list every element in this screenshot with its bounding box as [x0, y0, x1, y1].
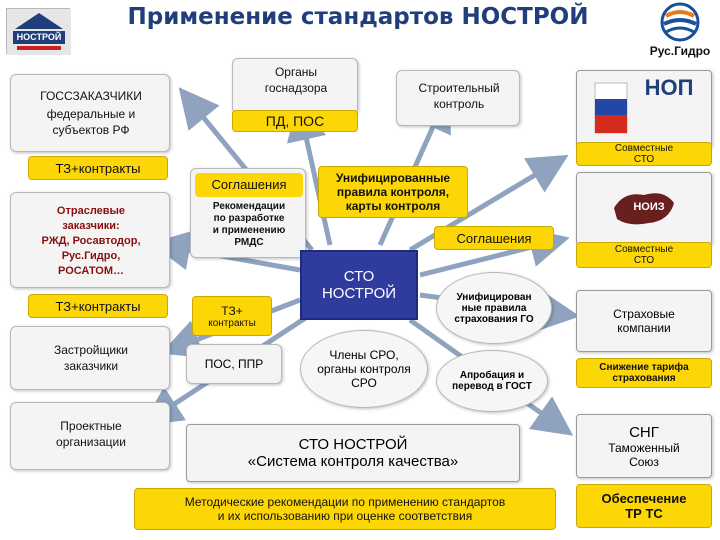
tr-ts-line1: Обеспечение: [601, 491, 687, 506]
approbation-line1: Апробация и: [459, 370, 525, 381]
sro-line3: СРО: [351, 376, 377, 390]
goszakazchiki-sub1: федеральные и: [46, 107, 136, 121]
unified-rules-box: Унифицированные правила контроля, карты …: [318, 166, 468, 218]
russia-map-icon: [614, 193, 674, 225]
goszakazchiki-sub2: субъектов РФ: [52, 123, 130, 137]
nop-logo-box: НОП: [576, 70, 712, 148]
customs-line2: Союз: [629, 454, 659, 469]
construction-control-box: Строительный контроль: [396, 70, 520, 126]
agreements-label-1: Соглашения: [211, 177, 287, 192]
sto-nostroy-center: СТО НОСТРОЙ: [300, 250, 418, 320]
joint-sto-2: Совместные СТО: [576, 242, 712, 268]
noiz-logo-text: НОИЗ: [633, 201, 665, 213]
joint-sto-1-line1: Совместные: [614, 143, 674, 154]
approbation-line2: перевод в ГОСТ: [452, 381, 532, 392]
nostroy-logo-text: НОСТРОЙ: [16, 32, 62, 42]
rushydro-logo-text: Рус.Гидро: [649, 44, 711, 58]
tariff-box: Снижение тарифа страхования: [576, 358, 712, 388]
unified-line3: карты контроля: [345, 199, 441, 213]
nostroy-logo: НОСТРОЙ: [6, 8, 71, 55]
pos-ppr-label: ПОС, ППР: [204, 357, 264, 371]
joint-sto-1: Совместные СТО: [576, 142, 712, 166]
goszakazchiki-box: ГОССЗАКАЗЧИКИ федеральные и субъектов РФ: [10, 74, 170, 152]
nop-logo-text: НОП: [644, 75, 694, 100]
unified-ins-line3: страхования ГО: [454, 313, 534, 325]
branch-line2: заказчики:: [62, 220, 120, 232]
tariff-line1: Снижение тарифа: [599, 362, 689, 373]
quality-line1: СТО НОСТРОЙ: [298, 436, 408, 453]
tr-ts-box: Обеспечение ТР ТС: [576, 484, 712, 528]
joint-sto-2-line2: СТО: [633, 255, 655, 266]
tariff-line2: страхования: [612, 373, 676, 384]
design-line2: организации: [56, 435, 126, 449]
cis-customs-box: СНГ Таможенный Союз: [576, 414, 712, 478]
organs-line1: Органы: [274, 65, 318, 79]
approbation-oval: Апробация и перевод в ГОСТ: [436, 350, 548, 412]
insurance-line2: компании: [617, 321, 671, 335]
organs-line2: госнадзора: [264, 81, 328, 95]
russia-flag-icon: [594, 82, 628, 134]
recommendations-line3: и применению: [212, 225, 286, 236]
design-orgs-box: Проектные организации: [10, 402, 170, 470]
unified-ins-line1: Унифицирован: [456, 291, 532, 303]
developers-line2: заказчики: [63, 359, 119, 373]
recommendations-line1: Рекомендации: [212, 201, 286, 212]
branch-line5: РОСАТОМ…: [58, 265, 124, 277]
agreements-label-2: Соглашения: [434, 226, 554, 250]
agreements-box-1: Соглашения Рекомендации по разработке и …: [190, 168, 306, 258]
sro-line2: органы контроля: [317, 362, 411, 376]
method-recommendations-box: Методические рекомендации по применению …: [134, 488, 556, 530]
goszakazchiki-title: ГОССЗАКАЗЧИКИ: [40, 89, 142, 103]
sto-line2: НОСТРОЙ: [321, 285, 397, 302]
cis-label: СНГ: [629, 423, 659, 441]
method-line2: и их использованию при оценке соответств…: [217, 509, 473, 523]
method-line1: Методические рекомендации по применению …: [184, 495, 506, 509]
recommendations-line4: РМДС: [234, 237, 264, 248]
tz-contracts-3: ТЗ+ контракты: [192, 296, 272, 336]
nostroy-emblem-icon: [7, 9, 71, 55]
construction-control-line1: Строительный: [418, 81, 500, 95]
design-line1: Проектные: [60, 419, 122, 433]
noiz-logo-box: НОИЗ: [576, 172, 712, 246]
unified-insurance-oval: Унифицирован ные правила страхования ГО: [436, 272, 552, 344]
pos-ppr-box: ПОС, ППР: [186, 344, 282, 384]
insurance-line1: Страховые: [613, 307, 675, 321]
unified-ins-line2: ные правила: [461, 302, 527, 314]
rushydro-logo: Рус.Гидро: [640, 0, 720, 62]
rushydro-emblem-icon: [660, 2, 700, 42]
tz3-line2: контракты: [208, 317, 256, 329]
tz-contracts-1: ТЗ+контракты: [28, 156, 168, 180]
quality-system-box: СТО НОСТРОЙ «Система контроля качества»: [186, 424, 520, 482]
organs-box: Органы госнадзора: [232, 58, 358, 114]
recommendations-line2: по разработке: [213, 213, 285, 224]
tr-ts-line2: ТР ТС: [625, 506, 663, 521]
joint-sto-1-line2: СТО: [633, 154, 655, 165]
pd-pos-label: ПД, ПОС: [232, 110, 358, 132]
tz-contracts-2: ТЗ+контракты: [28, 294, 168, 318]
joint-sto-2-line1: Совместные: [614, 244, 674, 255]
quality-line2: «Система контроля качества»: [247, 453, 459, 470]
construction-control-line2: контроль: [433, 97, 485, 111]
sro-oval: Члены СРО, органы контроля СРО: [300, 330, 428, 408]
unified-line2: правила контроля,: [336, 185, 450, 199]
tz3-line1: ТЗ+: [221, 303, 243, 318]
sto-line1: СТО: [343, 268, 375, 285]
unified-line1: Унифицированные: [335, 171, 451, 185]
sro-line1: Члены СРО,: [329, 348, 399, 362]
insurance-box: Страховые компании: [576, 290, 712, 352]
branch-line1: Отраслевые: [56, 205, 126, 217]
arrow-to-organs: [286, 100, 333, 246]
branch-line3: РЖД, Росавтодор,: [41, 235, 141, 247]
customs-line1: Таможенный: [608, 440, 680, 455]
page-title: Применение стандартов НОСТРОЙ: [127, 4, 589, 30]
developers-box: Застройщики заказчики: [10, 326, 170, 390]
developers-line1: Застройщики: [54, 343, 128, 357]
branch-line4: Рус.Гидро,: [61, 250, 121, 262]
branch-customers-box: Отраслевые заказчики: РЖД, Росавтодор, Р…: [10, 192, 170, 288]
